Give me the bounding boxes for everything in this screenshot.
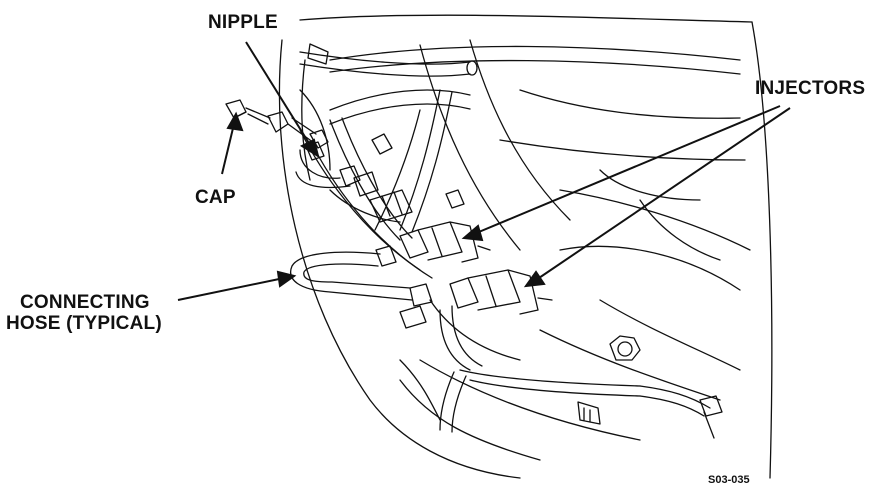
fuel-rail [329, 89, 471, 233]
injectors-leader-arrow-1 [473, 105, 781, 235]
cap-label: CAP [195, 187, 236, 208]
nipple-leader-arrow [245, 41, 313, 149]
nipple-label: NIPPLE [208, 12, 278, 33]
lower-connectors [577, 395, 723, 439]
lower-hoses [399, 305, 711, 433]
hose-arrowhead [276, 270, 297, 288]
illustration-outline [278, 14, 773, 479]
injectors-arrowhead-2 [523, 270, 546, 288]
injector-2 [449, 269, 553, 315]
bolt [609, 335, 641, 361]
engine-block-lines [299, 39, 751, 461]
nipple-fittings [305, 133, 465, 209]
upper-injectors [369, 189, 413, 223]
connecting-hose [290, 245, 433, 307]
figure-id: S03-035 [708, 474, 750, 486]
hose-leader-arrow [177, 277, 285, 301]
injectors-leader-arrow-2 [535, 107, 791, 281]
injector-1 [399, 221, 491, 263]
cap-arrowhead [226, 111, 244, 132]
connecting-hose-label-line1: CONNECTING [20, 292, 150, 313]
injectors-arrowhead-1 [461, 224, 484, 242]
leader-arrows [177, 41, 791, 301]
cap-leader-arrow [221, 123, 235, 175]
nipple-arrowhead [299, 138, 320, 159]
injectors-label: INJECTORS [755, 78, 866, 99]
top-hose [299, 43, 478, 77]
connecting-hose-label-line2: HOSE (TYPICAL) [6, 313, 162, 334]
